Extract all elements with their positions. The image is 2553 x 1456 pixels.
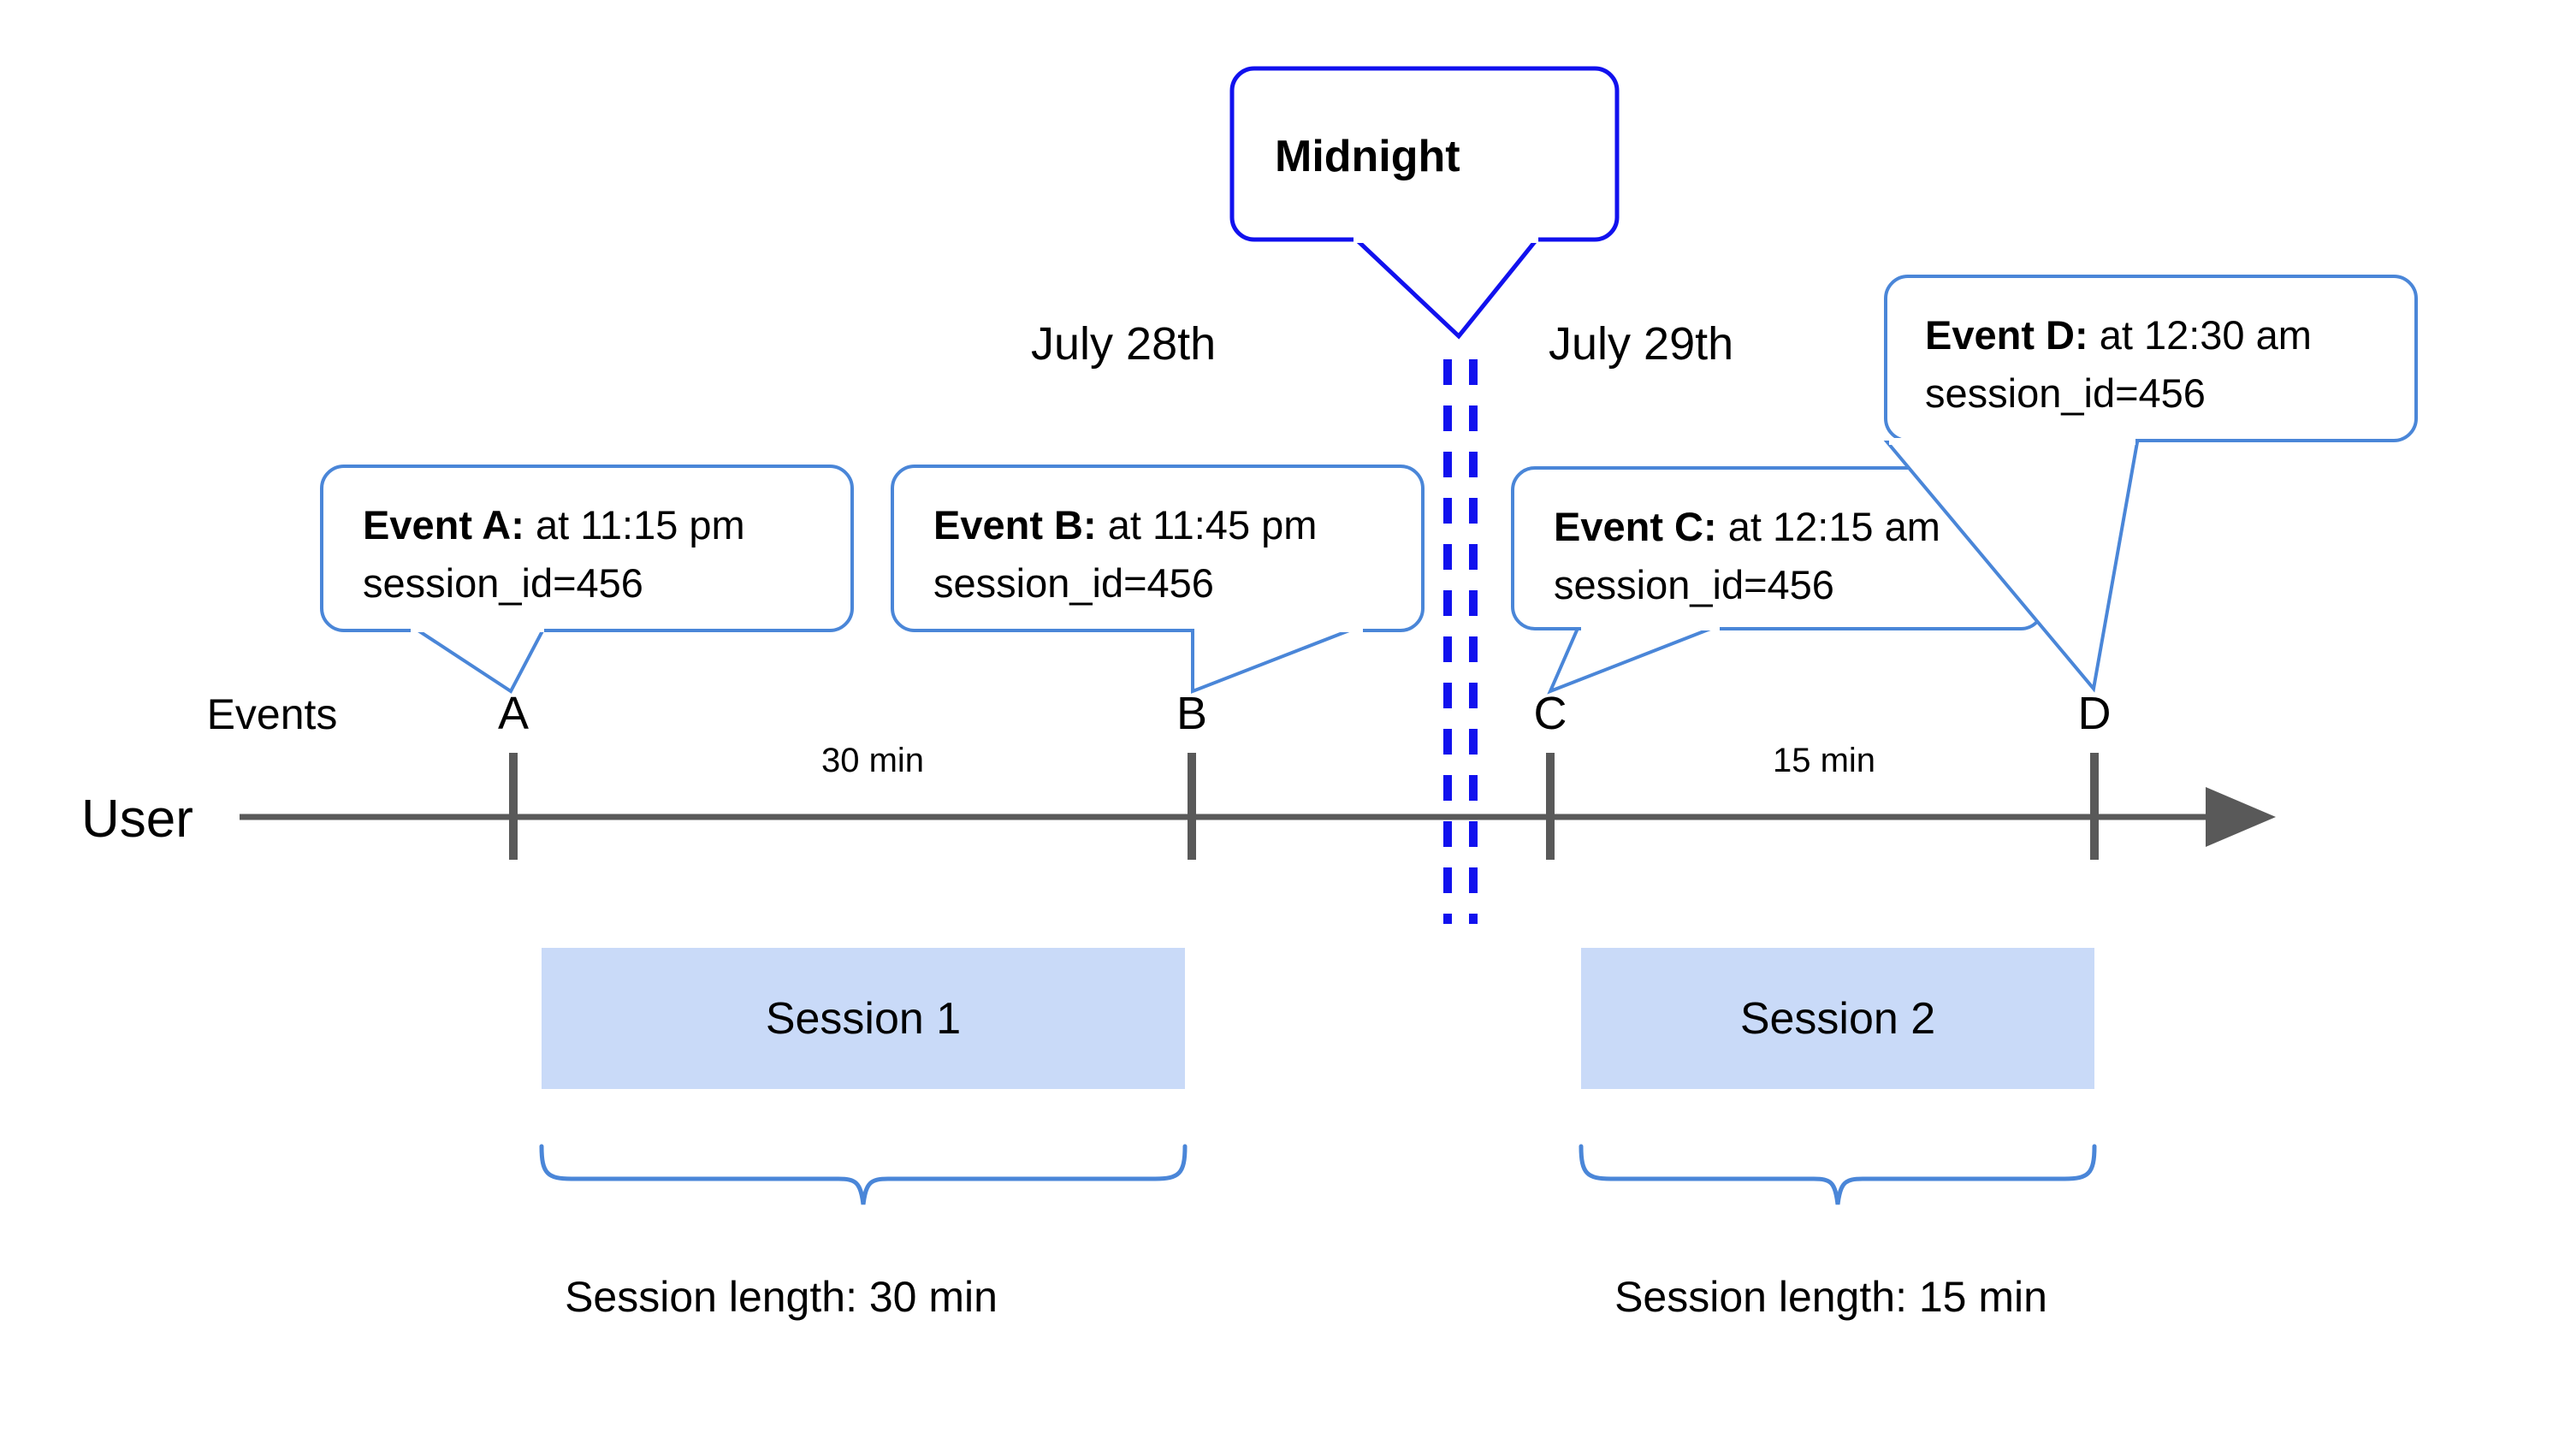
session-1-label: Session 1: [766, 994, 961, 1044]
event-d-callout: [1883, 275, 2418, 693]
event-b-callout-tail: [1191, 623, 1365, 694]
event-a-callout-time: at 11:15 pm: [524, 502, 745, 547]
event-b-callout: [891, 465, 1425, 694]
event-b-callout-box: [891, 465, 1425, 632]
midnight-label: Midnight: [1275, 132, 1460, 181]
event-a-callout-line1: Event A: at 11:15 pm: [363, 502, 745, 547]
events-row-label: Events: [207, 690, 338, 738]
event-marker-d: D: [2078, 688, 2112, 739]
event-marker-c: C: [1534, 688, 1567, 739]
event-c-callout-line2: session_id=456: [1554, 562, 1834, 607]
event-marker-a: A: [498, 688, 529, 739]
session-1-bar: [542, 948, 1185, 1089]
axis-arrowhead: [2206, 787, 2276, 847]
event-marker-b: B: [1176, 688, 1207, 739]
event-b-callout-line2: session_id=456: [933, 560, 1214, 606]
event-a-callout-line2: session_id=456: [363, 560, 643, 606]
session-2-bar: [1581, 948, 2094, 1089]
event-c-callout-tail: [1547, 623, 1722, 695]
event-b-callout-title: Event B:: [933, 502, 1097, 547]
event-c-callout-line1: Event C: at 12:15 am: [1554, 504, 1940, 549]
event-d-callout-box: [1884, 275, 2418, 442]
event-d-callout-title: Event D:: [1925, 312, 2088, 358]
event-c-callout-time: at 12:15 am: [1717, 504, 1940, 549]
timeline-axis: [240, 753, 2276, 860]
session-bars: [542, 948, 2094, 1089]
event-d-callout-line2: session_id=456: [1925, 370, 2206, 416]
event-a-callout-title: Event A:: [363, 502, 524, 547]
event-d-callout-time: at 12:30 am: [2088, 312, 2312, 358]
user-row-label: User: [81, 790, 193, 849]
event-b-callout-time: at 11:45 pm: [1097, 502, 1318, 547]
event-d-callout-line1: Event D: at 12:30 am: [1925, 312, 2312, 358]
session-1-brace: [539, 1144, 1188, 1205]
event-a-callout-tail: [403, 623, 549, 694]
midnight-callout-tail: [1346, 233, 1545, 340]
event-b-callout-line1: Event B: at 11:45 pm: [933, 502, 1317, 547]
duration-label-a-b: 30 min: [821, 742, 924, 779]
event-c-callout-title: Event C:: [1554, 504, 1717, 549]
session-2-length-label: Session length: 15 min: [1614, 1273, 2047, 1321]
midnight-boundary-lines: [1443, 359, 1478, 924]
date-label-july-29: July 29th: [1549, 318, 1733, 370]
session-1-length-label: Session length: 30 min: [565, 1273, 998, 1321]
event-a-callout: [320, 465, 854, 694]
midnight-callout: [1229, 66, 1620, 340]
duration-label-c-d: 15 min: [1773, 742, 1875, 779]
session-2-label: Session 2: [1740, 994, 1935, 1044]
date-label-july-28: July 28th: [1031, 318, 1216, 370]
session-braces: [539, 1144, 2097, 1205]
session-2-brace: [1579, 1144, 2097, 1205]
event-a-callout-box: [320, 465, 854, 632]
